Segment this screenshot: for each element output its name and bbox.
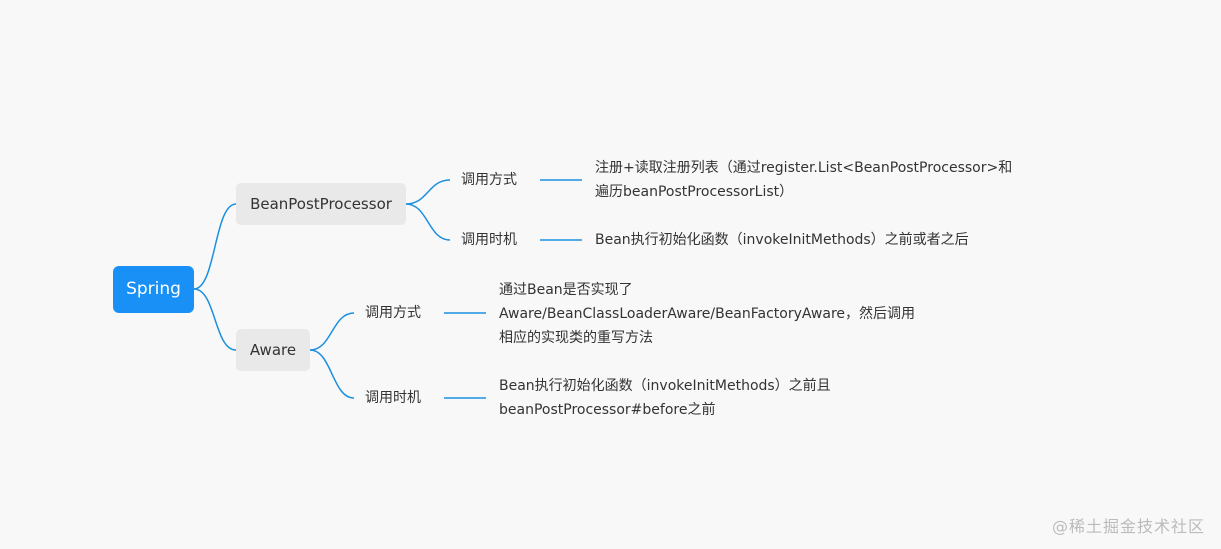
detail-bpp-method[interactable]: 注册+读取注册列表（通过register.List<BeanPostProces…	[595, 156, 1012, 204]
subtopic-aware-timing[interactable]: 调用时机	[365, 390, 421, 406]
topic-aware[interactable]: Aware	[236, 329, 310, 371]
root-node-spring[interactable]: Spring	[113, 266, 194, 313]
connector-aware-method	[309, 312, 355, 351]
subtopic-aware-method[interactable]: 调用方式	[365, 305, 421, 321]
detail-bpp-timing[interactable]: Bean执行初始化函数（invokeInitMethods）之前或者之后	[595, 228, 969, 252]
detail-line: Bean执行初始化函数（invokeInitMethods）之前或者之后	[595, 232, 969, 248]
connector-aware-timing	[309, 349, 355, 399]
detail-aware-timing[interactable]: Bean执行初始化函数（invokeInitMethods）之前且 beanPo…	[499, 374, 831, 422]
connector-root-aware	[193, 288, 237, 351]
connector-bpp-method	[405, 179, 451, 205]
detail-line: Bean执行初始化函数（invokeInitMethods）之前且	[499, 378, 831, 394]
topic-beanpostprocessor[interactable]: BeanPostProcessor	[236, 183, 406, 225]
detail-line: 注册+读取注册列表（通过register.List<BeanPostProces…	[595, 160, 1013, 176]
connector-bpp-timing	[405, 203, 451, 241]
detail-line: 遍历beanPostProcessorList）	[595, 184, 794, 200]
subtopic-bpp-method[interactable]: 调用方式	[461, 172, 517, 188]
watermark-text: @稀土掘金技术社区	[1051, 517, 1205, 536]
detail-aware-method[interactable]: 通过Bean是否实现了 Aware/BeanClassLoaderAware/B…	[499, 278, 915, 350]
connector-root-bpp	[193, 203, 237, 290]
subtopic-bpp-timing[interactable]: 调用时机	[461, 232, 517, 248]
detail-line: Aware/BeanClassLoaderAware/BeanFactoryAw…	[499, 306, 916, 322]
detail-line: beanPostProcessor#before之前	[499, 402, 716, 418]
detail-line: 通过Bean是否实现了	[499, 282, 633, 298]
detail-line: 相应的实现类的重写方法	[499, 330, 653, 346]
